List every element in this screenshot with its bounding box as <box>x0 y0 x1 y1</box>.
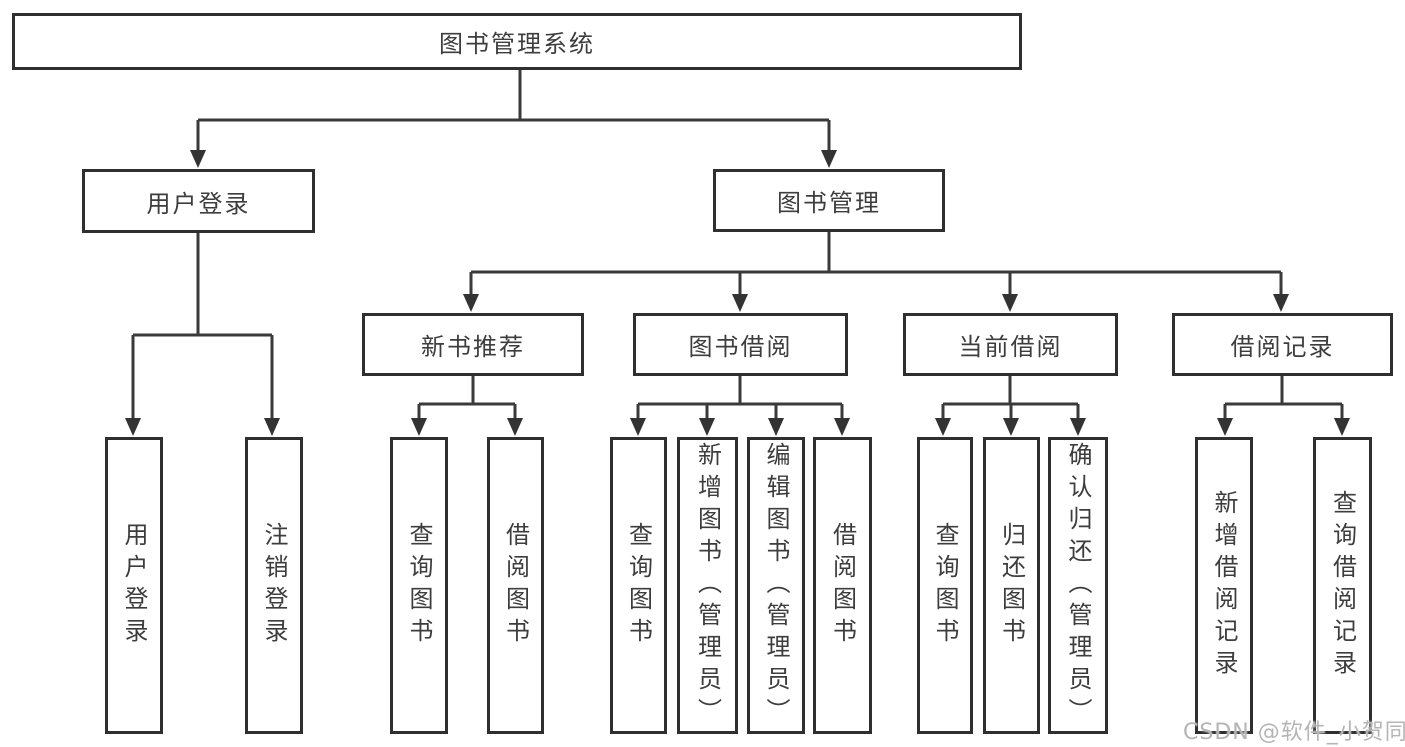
arrowhead <box>821 150 837 168</box>
node-label: 图书借阅 <box>688 333 793 361</box>
node-label: 借阅图书 <box>828 521 857 650</box>
node-leaf-add-borrow-record: 新增借阅记录 <box>1195 437 1253 734</box>
arrowhead <box>699 418 715 436</box>
arrowhead <box>935 418 951 436</box>
node-label: 用户登录 <box>146 189 251 218</box>
node-leaf-borrow-books-recommend: 借阅图书 <box>487 437 544 734</box>
node-leaf-query-books-borrowing: 查询图书 <box>610 437 667 734</box>
node-label: 查询借阅记录 <box>1328 489 1357 682</box>
node-book-management: 图书管理 <box>713 169 945 232</box>
arrowhead <box>264 418 280 436</box>
node-label: 查询图书 <box>624 521 653 650</box>
csdn-watermark: CSDN @软件_小贺同学 <box>1183 720 1405 745</box>
node-leaf-add-books-admin: 新增图书（管理员） <box>677 437 738 734</box>
node-new-book-recommendation: 新书推荐 <box>362 313 584 376</box>
node-label: 借阅记录 <box>1230 333 1335 361</box>
node-leaf-confirm-return-admin: 确认归还（管理员） <box>1048 437 1108 734</box>
node-label: 确认归还（管理员） <box>1064 441 1092 730</box>
node-leaf-borrow-books-borrowing: 借阅图书 <box>813 437 872 734</box>
node-leaf-query-borrow-record: 查询借阅记录 <box>1313 437 1372 734</box>
node-label: 查询图书 <box>405 521 433 650</box>
node-leaf-return-books: 归还图书 <box>983 437 1040 734</box>
node-label: 借阅图书 <box>501 521 530 650</box>
node-leaf-edit-books-admin: 编辑图书（管理员） <box>747 437 805 734</box>
arrowhead <box>411 418 427 436</box>
arrowhead <box>1002 294 1018 312</box>
node-leaf-user-login: 用户登录 <box>105 437 163 734</box>
node-book-borrowing: 图书借阅 <box>633 313 848 376</box>
arrowhead <box>1070 418 1086 436</box>
arrowhead <box>630 418 646 436</box>
node-label: 图书管理系统 <box>439 30 595 58</box>
node-label: 新增图书（管理员） <box>693 441 722 730</box>
arrowhead <box>1217 418 1233 436</box>
node-leaf-logout: 注销登录 <box>245 437 303 734</box>
node-borrowing-records: 借阅记录 <box>1172 313 1393 376</box>
node-library-management-system: 图书管理系统 <box>12 13 1022 70</box>
arrowhead <box>1273 294 1289 312</box>
node-current-borrowing: 当前借阅 <box>903 313 1118 376</box>
arrowhead <box>125 418 141 436</box>
node-label: 用户登录 <box>120 521 148 650</box>
node-label: 新书推荐 <box>421 333 525 361</box>
node-leaf-query-books-recommend: 查询图书 <box>390 437 448 734</box>
node-leaf-query-books-current: 查询图书 <box>917 437 973 734</box>
node-label: 查询图书 <box>931 521 959 650</box>
node-label: 图书管理 <box>777 189 881 217</box>
arrowhead <box>1003 418 1019 436</box>
node-user-login: 用户登录 <box>82 169 315 233</box>
arrowhead <box>190 150 206 168</box>
node-label: 归还图书 <box>997 521 1026 650</box>
node-label: 编辑图书（管理员） <box>762 441 790 730</box>
node-label: 注销登录 <box>260 521 288 650</box>
node-label: 新增借阅记录 <box>1210 489 1238 682</box>
arrowhead <box>732 294 748 312</box>
arrowhead <box>507 418 523 436</box>
arrowhead <box>463 294 479 312</box>
arrowhead <box>768 418 784 436</box>
arrowhead <box>834 418 850 436</box>
arrowhead <box>1334 418 1350 436</box>
node-label: 当前借阅 <box>958 333 1063 361</box>
